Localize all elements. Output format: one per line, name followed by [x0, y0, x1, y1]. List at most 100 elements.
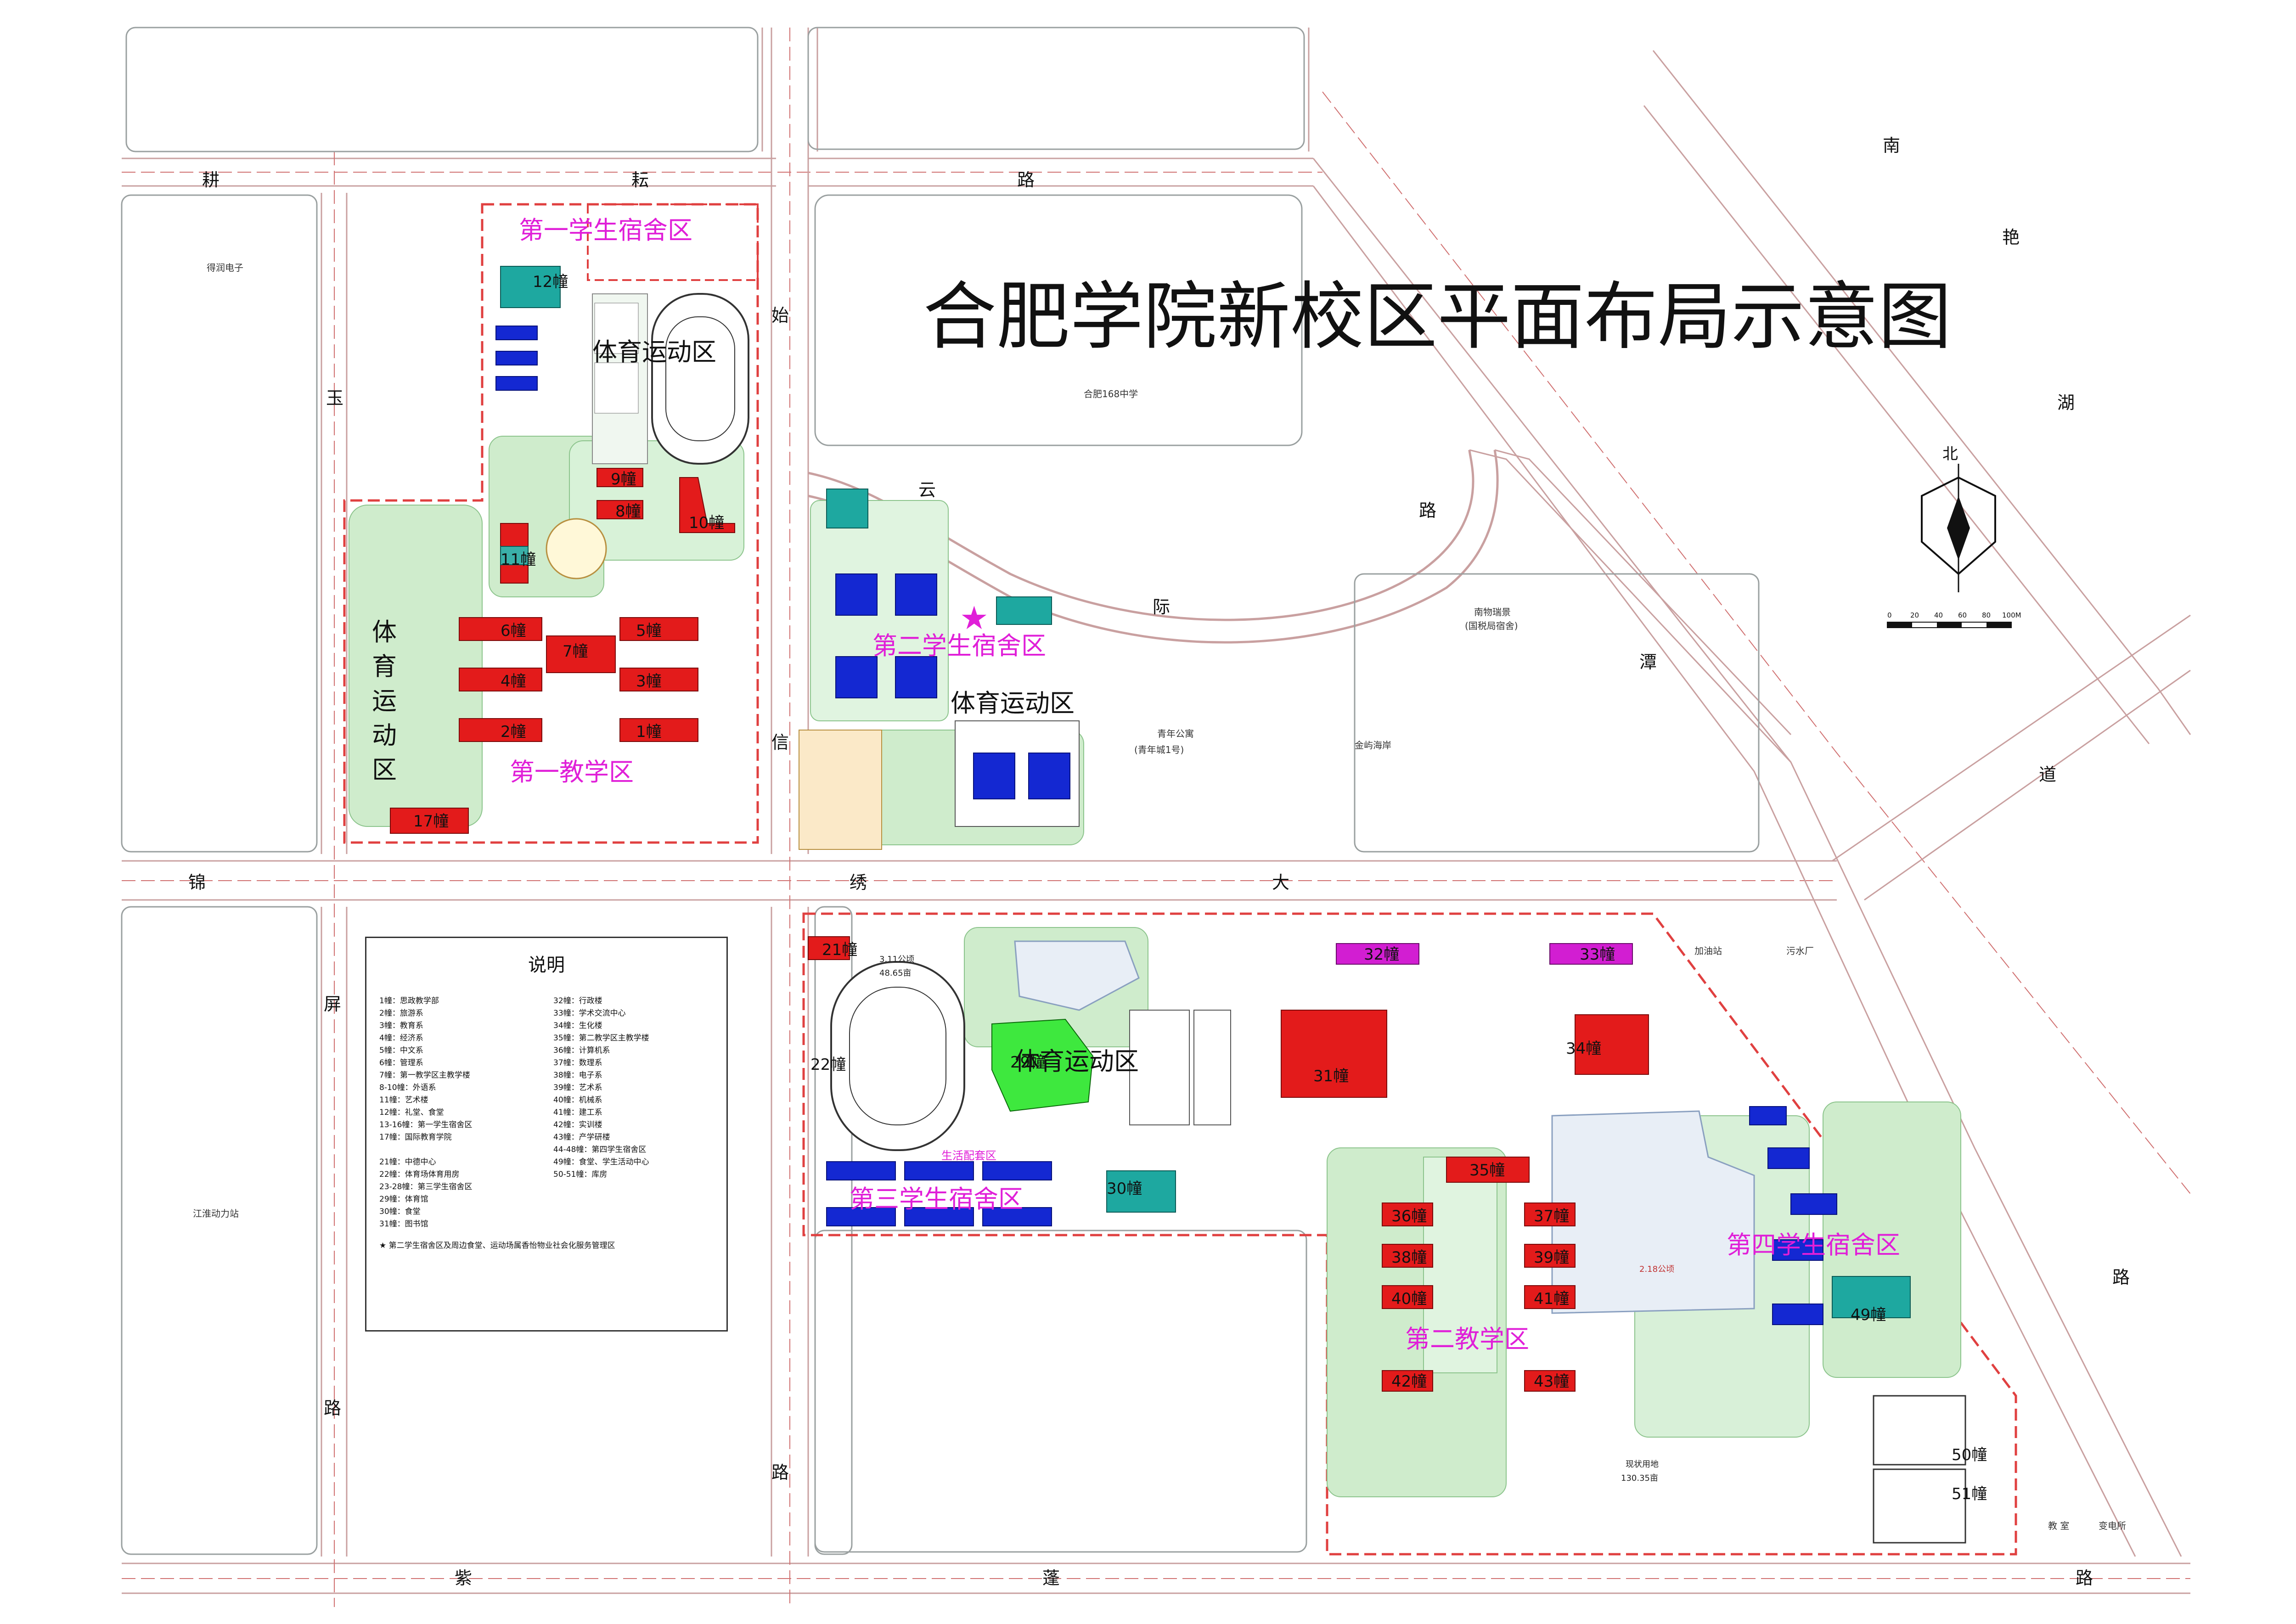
- building-label: 29幢: [1010, 1053, 1046, 1072]
- legend-item: 40幢：机械系: [553, 1096, 602, 1105]
- outside-label: 得润电子: [207, 262, 243, 273]
- legend-item: 17幢：国际教育学院: [379, 1133, 452, 1142]
- building-label: 4幢: [501, 672, 526, 691]
- building-label: 34幢: [1566, 1040, 1601, 1058]
- road-labels: 耕 耘 路 锦 绣 大 道 紫 蓬 路 玉 屏 路 始 信 路 云 路 际 南 …: [188, 135, 2130, 1588]
- facility-label: 48.65亩: [879, 968, 912, 978]
- facility-labels: 3.11公顷 48.65亩 现状用地 130.35亩 2.18公顷: [879, 955, 1674, 1483]
- plaza-roundabout: [546, 518, 607, 579]
- building-label: 9幢: [611, 470, 636, 489]
- road-label: 路: [2112, 1267, 2130, 1287]
- zone-label-teach1: 第一教学区: [510, 758, 634, 787]
- legend-item: 49幢：食堂、学生活动中心: [553, 1158, 649, 1167]
- facility-label: 2.18公顷: [1639, 1264, 1674, 1274]
- building-label: 36幢: [1391, 1207, 1427, 1225]
- outside-label: 教 室: [2048, 1520, 2069, 1531]
- zone-label-sports-south: 体育运动区: [1015, 1047, 1139, 1076]
- legend-item: 30幢：食堂: [379, 1207, 421, 1216]
- legend-item: 5幢：中文系: [379, 1046, 423, 1055]
- zone-label-sports-west: 运: [372, 686, 397, 715]
- road-label: 路: [771, 1462, 789, 1483]
- legend-item: 39幢：艺术系: [553, 1083, 602, 1092]
- road-label: 道: [2039, 764, 2056, 785]
- facility-label: 现状用地: [1626, 1460, 1659, 1469]
- legend-item: 3幢：教育系: [379, 1021, 423, 1030]
- zone-label-living: 生活配套区: [941, 1149, 996, 1162]
- canteen-buildings: [500, 266, 1911, 1318]
- sports-hall: [991, 1018, 1094, 1112]
- sports-fields: [592, 293, 1966, 1544]
- road-label: 际: [1153, 597, 1170, 617]
- building-label: 31幢: [1313, 1067, 1349, 1085]
- compass-north-label: 北: [1942, 445, 1958, 463]
- road-label: 潭: [1639, 652, 1657, 672]
- star-marker-icon: ★: [960, 599, 989, 637]
- building-label: 35幢: [1469, 1161, 1505, 1180]
- outside-label: 加油站: [1694, 945, 1722, 956]
- legend-item: 23-28幢：第三学生宿舍区: [379, 1182, 473, 1191]
- road-label: 信: [771, 732, 789, 753]
- building-label: 39幢: [1534, 1248, 1569, 1267]
- building-label: 22幢: [810, 1056, 846, 1074]
- legend-item: 33幢：学术交流中心: [553, 1009, 626, 1018]
- facility-label: 3.11公顷: [879, 955, 914, 964]
- legend-item: 2幢：旅游系: [379, 1009, 423, 1018]
- road-label: 云: [918, 480, 936, 500]
- legend-item: 41幢：建工系: [553, 1108, 602, 1117]
- building-label: 49幢: [1851, 1306, 1886, 1324]
- outside-blocks: [121, 27, 1760, 1555]
- building-label: 41幢: [1534, 1290, 1569, 1308]
- water: [1014, 940, 1755, 1314]
- road-label: 紫: [455, 1568, 472, 1588]
- zone-label-sports-west: 动: [372, 721, 397, 750]
- legend-item: 31幢：图书馆: [379, 1219, 428, 1229]
- legend-item: 12幢：礼堂、食堂: [379, 1108, 444, 1117]
- outside-label: 江淮动力站: [193, 1208, 239, 1219]
- road-label: 蓬: [1042, 1568, 1060, 1588]
- road-label: 屏: [324, 994, 341, 1014]
- legend-item: 43幢：产学研楼: [553, 1133, 610, 1142]
- road-label: 艳: [2002, 227, 2020, 247]
- zone-label-sports-north: 体育运动区: [592, 337, 716, 366]
- zone-label-dorm2: 第二学生宿舍区: [872, 631, 1046, 660]
- legend-item: 7幢：第一教学区主教学楼: [379, 1071, 470, 1080]
- scale-label: 80: [1982, 611, 1991, 619]
- building-label: 2幢: [501, 723, 526, 741]
- building-label: 11幢: [501, 551, 536, 569]
- road-label: 大: [1272, 872, 1289, 893]
- building-label: 3幢: [636, 672, 662, 691]
- legend-item: 8-10幢：外语系: [379, 1083, 436, 1092]
- dorm1-boundary: [587, 203, 759, 281]
- building-label: 38幢: [1391, 1248, 1427, 1267]
- zone-label-sports-central: 体育运动区: [951, 689, 1075, 718]
- zone-label-sports-west: 体: [372, 618, 397, 646]
- legend-item: 22幢：体育场体育用房: [379, 1170, 460, 1179]
- building-label: 43幢: [1534, 1372, 1569, 1391]
- scale-bar: 0 20 40 60 80 100M: [1887, 611, 2021, 628]
- building-label: 40幢: [1391, 1290, 1427, 1308]
- building-label: 7幢: [563, 642, 588, 661]
- legend-item: 4幢：经济系: [379, 1034, 423, 1043]
- legend-item: 36幢：计算机系: [553, 1046, 610, 1055]
- legend-note: ★ 第二学生宿舍区及周边食堂、运动场属香怡物业社会化服务管理区: [379, 1241, 615, 1250]
- facility-label: 130.35亩: [1621, 1473, 1658, 1483]
- legend-panel: 说明 1幢：思政教学部 2幢：旅游系 3幢：教育系 4幢：经济系 5幢：中文系 …: [365, 937, 728, 1332]
- legend-item: 35幢：第二教学区主教学楼: [553, 1034, 649, 1043]
- legend-item: 21幢：中德中心: [379, 1158, 436, 1167]
- legend-item: 13-16幢：第一学生宿舍区: [379, 1120, 473, 1129]
- building-label: 42幢: [1391, 1372, 1427, 1391]
- road-label: 玉: [326, 388, 343, 408]
- legend-item: 42幢：实训楼: [553, 1120, 602, 1129]
- building-labels: 1幢 2幢 3幢 4幢 5幢 6幢 7幢 8幢 9幢 10幢 11幢 12幢 1…: [413, 273, 1987, 1503]
- road-landscape-patch: [799, 730, 882, 850]
- scale-label: 60: [1958, 611, 1967, 619]
- road-label: 始: [771, 305, 789, 326]
- building-label: 51幢: [1952, 1485, 1987, 1503]
- building-label: 8幢: [615, 502, 641, 521]
- building-label: 10幢: [689, 514, 724, 532]
- outside-label: 污水厂: [1786, 945, 1814, 956]
- legend-item: 6幢：管理系: [379, 1058, 423, 1068]
- legend-item: 38幢：电子系: [553, 1071, 602, 1080]
- outside-label: 变电所: [2099, 1520, 2126, 1531]
- legend-item: 32幢：行政楼: [553, 996, 602, 1006]
